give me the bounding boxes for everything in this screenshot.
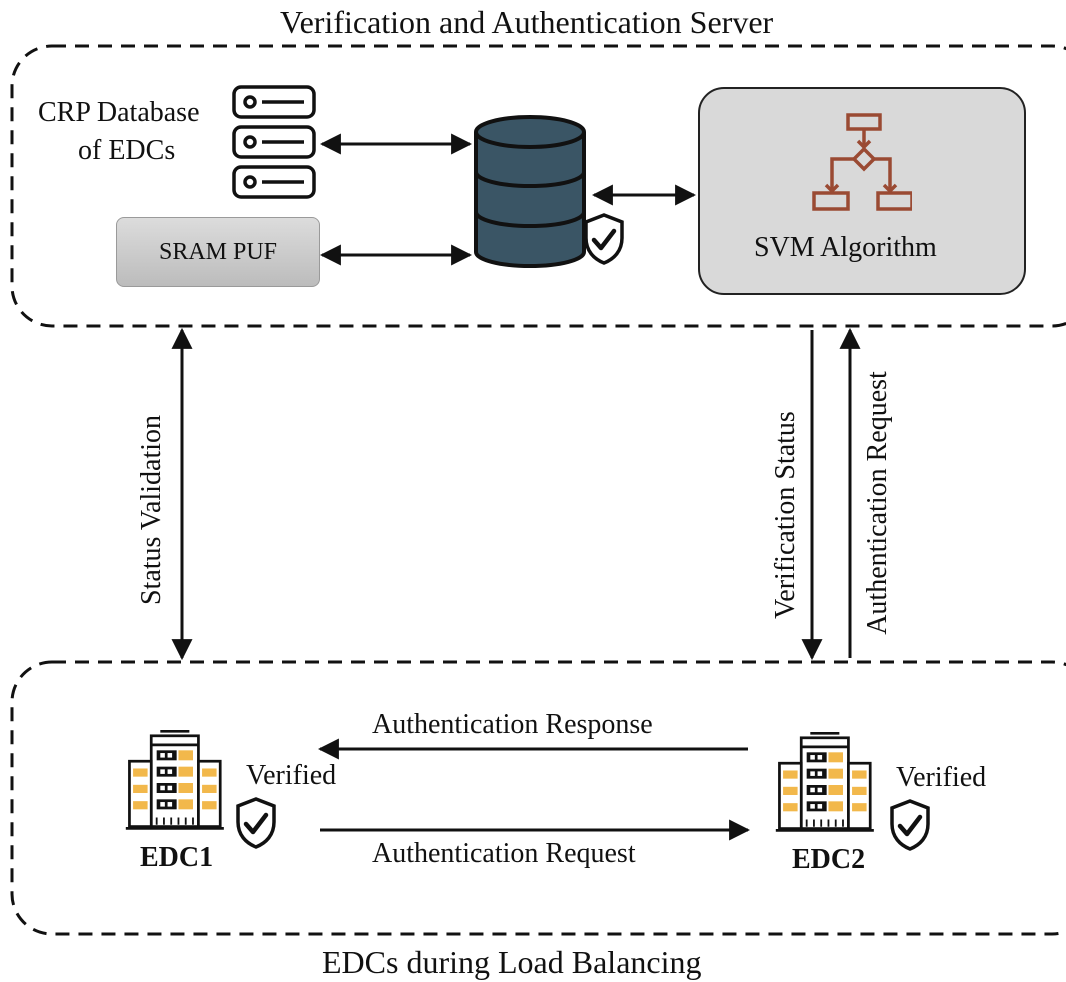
database-icon [474, 115, 586, 268]
edc2-building-icon [774, 732, 876, 832]
shield-check-icon [586, 215, 622, 263]
sram-puf-label: SRAM PUF [158, 238, 278, 265]
server-group-border [10, 44, 1066, 328]
edc-group-title: EDCs during Load Balancing [322, 944, 702, 980]
edc2-shield-icon [892, 801, 928, 849]
sram-puf-box: SRAM PUF [116, 217, 320, 287]
crp-database-label-line2: of EDCs [78, 135, 176, 166]
server-title: Verification and Authentication Server [280, 4, 774, 40]
svm-algorithm-label: SVM Algorithm [754, 232, 937, 263]
crp-database-label-line1: CRP Database [38, 97, 200, 128]
auth-request-label: Authentication Request [372, 838, 636, 869]
svm-algorithm-box [698, 87, 1026, 295]
edc1-label: EDC1 [140, 842, 214, 873]
edc1-verified-label: Verified [246, 760, 337, 791]
edc1-building-icon [124, 730, 226, 830]
verification-status-label: Verification Status [770, 411, 801, 619]
status-validation-label: Status Validation [136, 414, 167, 606]
edc-group-border [10, 660, 1066, 936]
edc2-verified-label: Verified [896, 762, 987, 793]
flowchart-icon [812, 113, 912, 211]
edc2-label: EDC2 [792, 844, 866, 875]
authentication-request-vertical-label: Authentication Request [862, 371, 893, 635]
edc1-shield-icon [238, 799, 274, 847]
server-rack-icon [232, 85, 316, 199]
auth-response-label: Authentication Response [372, 709, 653, 740]
